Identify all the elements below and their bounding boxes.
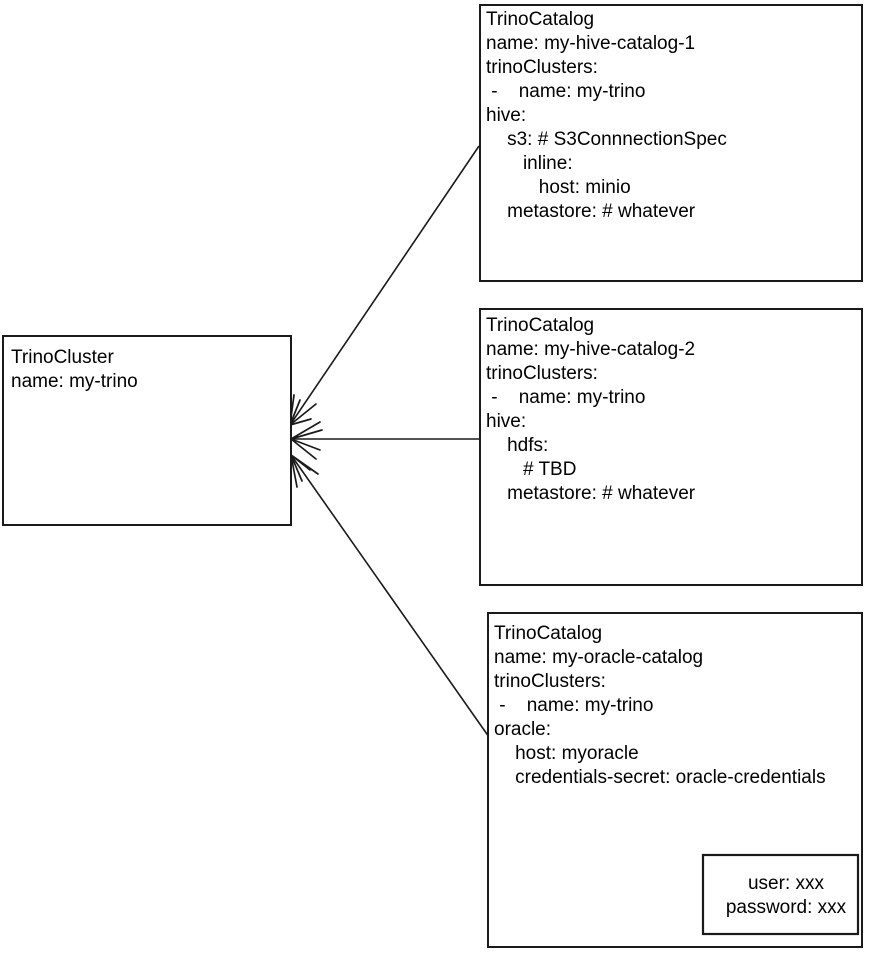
catalog-3-line-3: - name: my-trino (494, 695, 653, 716)
catalog-2-line-1: name: my-hive-catalog-2 (486, 339, 695, 360)
catalog-3-line-6: credentials-secret: oracle-credentials (494, 767, 826, 788)
trino-catalog-box-hive-2[interactable]: TrinoCatalog name: my-hive-catalog-2 tri… (479, 308, 863, 586)
catalog-2-line-7: metastore: # whatever (486, 483, 696, 504)
credentials-secret-box[interactable]: user: xxx password: xxx (701, 853, 860, 936)
credentials-user-line: user: xxx (748, 873, 825, 894)
trino-cluster-line-0: TrinoCluster (11, 347, 114, 368)
trino-catalog-box-hive-2-outline (479, 308, 863, 586)
catalog-1-line-5: s3: # S3ConnnectionSpec (486, 129, 727, 150)
catalog-1-line-3: - name: my-trino (486, 81, 645, 102)
catalog-3-line-2: trinoClusters: (494, 671, 606, 692)
catalog-1-line-7: host: minio (486, 177, 631, 198)
credentials-password-line: password: xxx (726, 897, 847, 918)
catalog-1-line-8: metastore: # whatever (486, 201, 696, 222)
arrowhead-hive-catalog-1 (289, 394, 317, 426)
trino-cluster-box[interactable]: TrinoCluster name: my-trino (2, 335, 292, 526)
catalog-2-line-5: hdfs: (486, 435, 548, 456)
catalog-3-line-5: host: myoracle (494, 743, 639, 764)
catalog-1-line-4: hive: (486, 105, 526, 126)
trino-catalog-box-hive-1[interactable]: TrinoCatalog name: my-hive-catalog-1 tri… (479, 4, 863, 282)
connector-group (289, 145, 788, 857)
connector-hive-catalog-1[interactable] (289, 145, 480, 426)
credentials-secret-box-outline (701, 853, 860, 936)
catalog-3-line-0: TrinoCatalog (494, 623, 602, 644)
catalog-1-line-2: trinoClusters: (486, 57, 598, 78)
catalog-1-line-6: inline: (486, 153, 573, 174)
arrowhead-hive-catalog-2 (290, 421, 323, 460)
trino-catalog-box-oracle[interactable]: TrinoCatalog name: my-oracle-catalog tri… (487, 612, 863, 948)
catalog-2-line-6: # TBD (486, 459, 576, 480)
catalog-2-line-2: trinoClusters: (486, 363, 598, 384)
catalog-2-line-0: TrinoCatalog (486, 315, 594, 336)
catalog-1-line-0: TrinoCatalog (486, 9, 594, 30)
catalog-2-line-4: hive: (486, 411, 526, 432)
catalog-3-line-1: name: my-oracle-catalog (494, 647, 703, 668)
catalog-2-line-3: - name: my-trino (486, 387, 645, 408)
arrowhead-oracle-catalog (290, 454, 319, 488)
catalog-3-line-4: oracle: (494, 719, 551, 740)
trino-catalog-box-hive-1-outline (479, 4, 863, 282)
trino-cluster-line-1: name: my-trino (11, 371, 138, 392)
trino-cluster-box-outline (2, 335, 292, 526)
catalog-1-line-1: name: my-hive-catalog-1 (486, 33, 695, 54)
connector-oracle-catalog[interactable] (290, 454, 490, 738)
